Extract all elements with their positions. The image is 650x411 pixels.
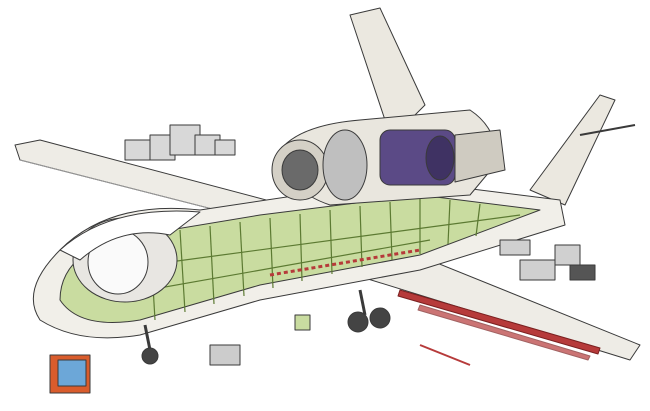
fuel-line-detail bbox=[419, 344, 471, 366]
probe bbox=[579, 124, 636, 136]
engine-fan bbox=[322, 129, 368, 201]
v-tail-fin-right bbox=[529, 94, 616, 206]
green-module bbox=[294, 314, 311, 331]
nose-landing-gear bbox=[141, 324, 159, 365]
fuel-lines bbox=[269, 248, 421, 277]
main-landing-gear bbox=[347, 289, 391, 333]
sensor-bay-pod bbox=[49, 354, 91, 394]
right-wing-fuel-tanks bbox=[397, 289, 601, 361]
sensor-components bbox=[499, 239, 596, 281]
v-tail-fin-upper bbox=[349, 7, 426, 126]
engine-exhaust bbox=[454, 129, 506, 183]
engine-core-end bbox=[425, 135, 455, 181]
nose-fairing bbox=[59, 210, 201, 261]
intake-hole bbox=[281, 149, 319, 191]
equipment-module bbox=[209, 344, 241, 366]
avionics-boxes bbox=[124, 124, 236, 161]
